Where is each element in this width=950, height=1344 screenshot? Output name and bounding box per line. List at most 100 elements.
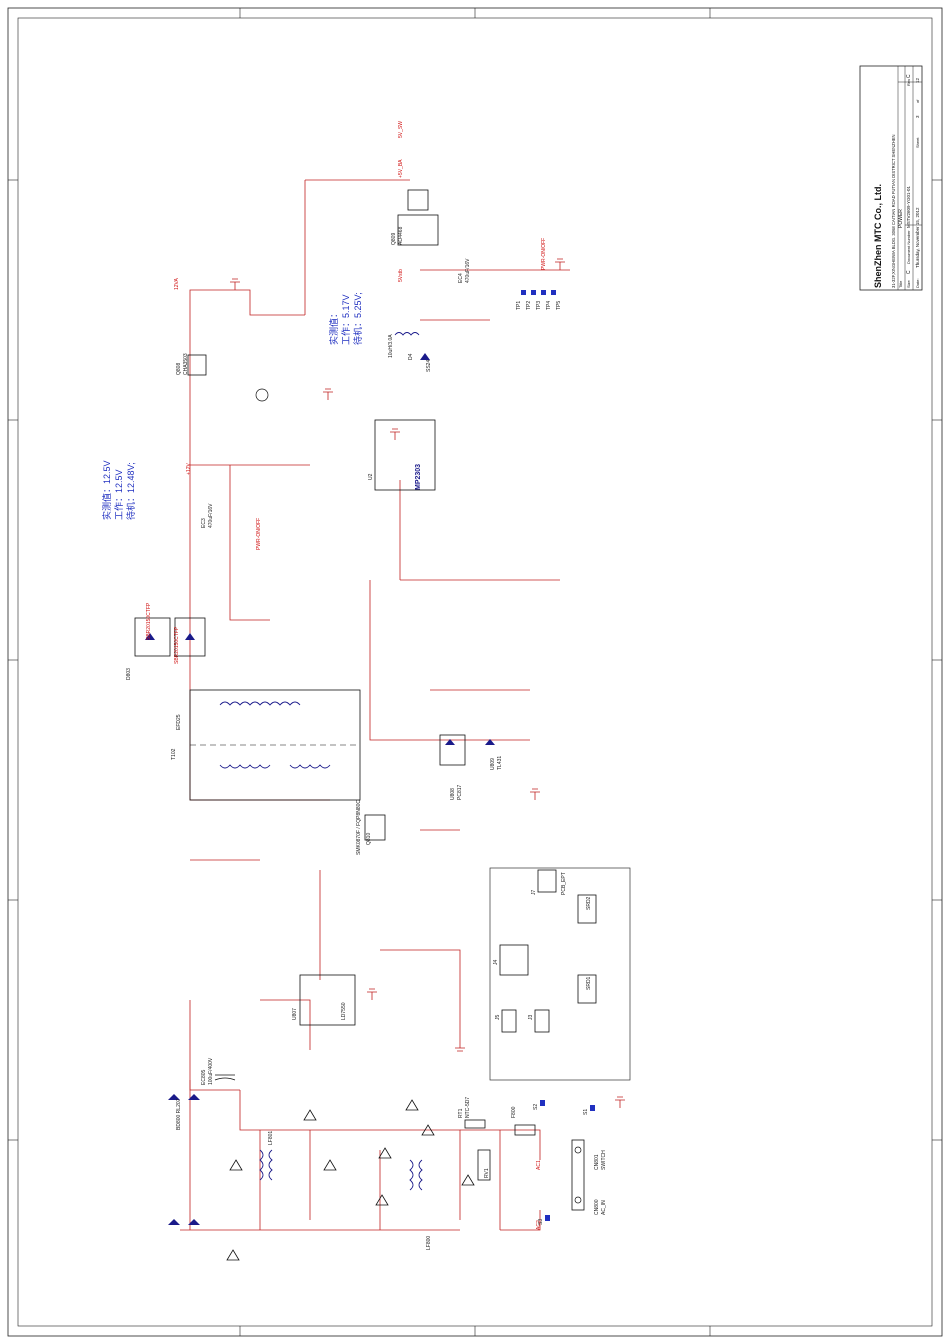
net-12va: 12VA	[174, 277, 180, 290]
l2-label: 10uH/3.0A	[388, 334, 394, 358]
date-label: Date:	[915, 278, 920, 288]
ec3-ref: EC3	[201, 518, 207, 528]
q810-ref: Q810	[366, 833, 372, 845]
net-pwr: PWR-ON/OFF	[256, 518, 262, 550]
output-diodes: D803 SBR20150CTFP SBR20150CTFP	[126, 602, 206, 680]
v12-section: Q808 CHA3503 EC3 470uF/16V	[176, 353, 269, 528]
of-label: of	[915, 99, 920, 103]
outer-border	[7, 7, 943, 1337]
net-pwr-tp: PWR-ON/OFF	[541, 238, 547, 270]
company-name: ShenZhen MTC Co., Ltd.	[873, 184, 883, 288]
s2-label: S2	[533, 1104, 539, 1110]
d804-val: SBR20150CTFP	[174, 626, 180, 664]
note-12v-line3: 待机：12.48V;	[125, 462, 136, 520]
title-label: Title	[898, 280, 903, 288]
d4-ref: D4	[408, 353, 414, 360]
rev-label: Rev	[906, 79, 911, 86]
ec4-val: 470uF/16V	[465, 258, 471, 283]
net-5v-sw: 5V_SW	[398, 121, 404, 138]
transformer-T102: T102 EFD25	[171, 689, 361, 801]
aux-box: J7 PCB_EPT J4 J5 J3 SRD2 SRD1	[489, 867, 631, 1081]
note-12v-line2: 工作：12.5V	[113, 469, 124, 520]
xfmr-ref: T102	[171, 748, 177, 760]
net-5vstb: 5Vstb	[398, 269, 404, 282]
doc-value: MSTV2609-YG01-01	[906, 185, 911, 228]
ic-mp2303: MP2303 U2	[368, 419, 436, 491]
company-address: 31-32F,XINGHEIWA BLDG. 3068 CAITIAN ROAD…	[891, 134, 896, 288]
size-value: C	[906, 270, 912, 274]
ac1-label: AC1	[536, 1160, 542, 1170]
cn801-val: SWITCH	[601, 1150, 607, 1170]
note-12v-line1: 实测值：12.5V	[101, 460, 112, 520]
note-12v: 实测值：12.5V 工作：12.5V 待机：12.48V;	[101, 460, 136, 520]
input-section: CN800 AC_IN CN801 SWITCH F800 RT1 NTC-5D…	[259, 1097, 607, 1250]
rv1-ref: RV1	[484, 1168, 490, 1178]
opto-ref: U808	[450, 788, 456, 800]
ec805-ref: EC805	[201, 1069, 207, 1085]
q809-val: AO4468	[398, 226, 404, 245]
mp2303-ref: U2	[368, 473, 374, 480]
ntc-val: NTC-5D7	[465, 1097, 471, 1118]
q808-ref: Q808	[176, 363, 182, 375]
warning-icons	[226, 1099, 475, 1261]
j4-label: J4	[493, 960, 499, 966]
tp5-label: TP5	[556, 301, 562, 310]
tl431-val: TL431	[497, 756, 503, 770]
net-12v: +12V	[186, 463, 192, 475]
opto-val: PC817	[457, 784, 463, 800]
note-5v-line2: 工作：5.17V	[340, 294, 351, 345]
mp2303-name: MP2303	[415, 464, 422, 490]
buck-output: 10uH/3.0A D4 SS24 EC4 470uF/16V	[388, 258, 471, 372]
title-value: POWER	[898, 209, 904, 228]
cn800-ref: CN800	[594, 1199, 600, 1215]
note-5v-line3: 待机：5.25V;	[352, 292, 363, 345]
total-value: 12	[915, 77, 920, 83]
lf800-ref: LF800	[426, 1236, 432, 1250]
sheet-value: 3	[915, 115, 920, 118]
ac2-label: AC2	[536, 1220, 542, 1230]
tp1-label: TP1	[516, 301, 522, 310]
net-labels: 12VA +12V 5Vstb +5V_BA 5V_SW PWR-ON/OFF …	[174, 121, 547, 550]
ec805-val: 100uF/400V	[208, 1057, 214, 1085]
d4-val: SS24	[426, 360, 432, 372]
q810-val: SMK0870F / FQP8N80C	[356, 800, 362, 855]
note-5v: 实测值： 工作：5.17V 待机：5.25V;	[328, 292, 363, 345]
wiring	[180, 179, 570, 1231]
d803-val: SBR20150CTFP	[146, 602, 152, 640]
fuse-ref: F800	[511, 1106, 517, 1118]
mosfet-Q810: SMK0870F / FQP8N80C Q810	[356, 800, 386, 855]
mosfet-Q809: Q809 AO4468	[391, 189, 439, 246]
ground-symbols	[230, 258, 625, 1108]
tp2-label: TP2	[526, 301, 532, 310]
s3-label: S3	[538, 1219, 544, 1225]
feedback-section: U808 PC817 U809 TL431	[439, 734, 503, 800]
srd1-label: SRD1	[586, 976, 592, 990]
q809-ref: Q809	[391, 233, 397, 245]
ec3-val: 470uF/16V	[208, 503, 214, 528]
date-value: Thursday, November 15, 2012	[915, 207, 920, 268]
sheet-label: Sheet	[915, 137, 920, 148]
test-points: TP1 TP2 TP3 TP4 TP5	[516, 290, 562, 310]
pcb-label: PCB_EPT	[561, 872, 567, 895]
j7-label: J7	[531, 890, 537, 896]
ld7550-name: LD7550	[341, 1002, 347, 1020]
ntc-body	[464, 1119, 486, 1129]
s1-label: S1	[583, 1109, 589, 1115]
lf801-ref: LF801	[268, 1131, 274, 1145]
q808-val: CHA3503	[183, 353, 189, 375]
srd2-label: SRD2	[586, 896, 592, 910]
bridge-label: BD800 RL207	[176, 1098, 182, 1130]
zone-ticks	[8, 8, 942, 1336]
bridge-diodes: BD800 RL207	[168, 1094, 200, 1225]
ic-ld7550: LD7550 U807	[292, 974, 356, 1026]
cn800-val: AC_IN	[601, 1200, 607, 1215]
ld7550-ref: U807	[292, 1008, 298, 1020]
tl431-ref: U809	[490, 758, 496, 770]
d803-ref: D803	[126, 668, 132, 680]
size-label: Size	[906, 279, 911, 288]
tp3-label: TP3	[536, 301, 542, 310]
ntc-ref: RT1	[458, 1108, 464, 1118]
tp4-label: TP4	[546, 301, 552, 310]
net-5v-ba: +5V_BA	[398, 159, 404, 178]
